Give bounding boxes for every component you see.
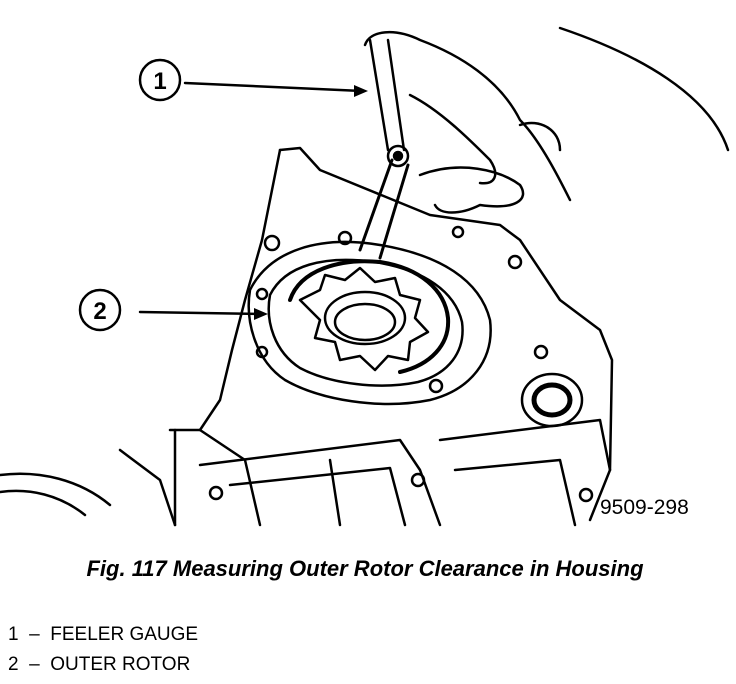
callout-1: 1: [138, 58, 182, 102]
legend-item-outer-rotor: 2 – OUTER ROTOR: [8, 654, 191, 675]
figure-caption: Fig. 117 Measuring Outer Rotor Clearance…: [86, 556, 644, 581]
legend-item-feeler-gauge: 1 – FEELER GAUGE: [8, 624, 199, 645]
line-drawing: [0, 26, 730, 527]
callout-1-arrowhead: [354, 85, 368, 97]
rotor-clearance-illustration: 1 2 9509-298: [0, 26, 730, 527]
callout-2: 2: [78, 288, 122, 332]
figure-code: 9509-298: [600, 496, 689, 519]
callout-1-number: 1: [153, 68, 166, 95]
callout-2-number: 2: [93, 298, 106, 325]
callout-2-arrowhead: [254, 308, 268, 320]
